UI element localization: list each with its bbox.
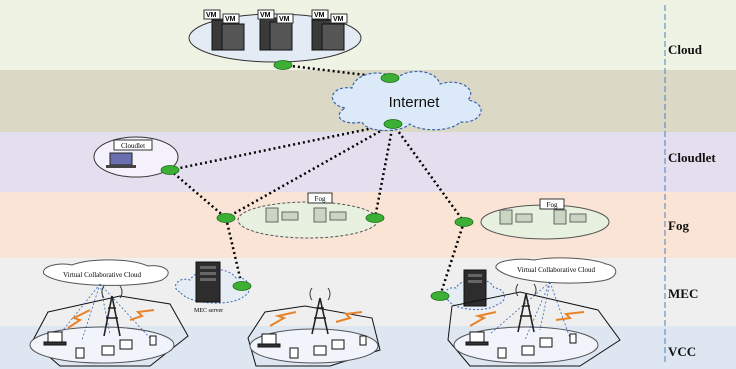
network-links	[169, 63, 466, 297]
mec-server-label: MEC server	[194, 308, 223, 314]
vcc-right-label: Virtual Collaborative Cloud	[517, 266, 596, 274]
internet-label: Internet	[389, 94, 441, 111]
vm-label: VM	[314, 12, 325, 19]
router-icon	[273, 60, 293, 70]
vm-tag	[222, 13, 240, 24]
router-icon	[216, 213, 236, 223]
fog-right-tag	[539, 198, 565, 210]
fog-left-tag	[307, 192, 333, 204]
router-icon	[430, 291, 450, 301]
router-icon	[383, 119, 403, 129]
cell-tower-icon	[101, 285, 123, 337]
vm-tag	[311, 9, 329, 20]
router-icon	[380, 73, 400, 83]
cell-tower-icon	[309, 287, 331, 335]
fog-right-label: Fog	[547, 201, 558, 209]
routers	[160, 60, 474, 301]
fog-left-area	[237, 201, 379, 239]
end-devices	[43, 331, 577, 359]
layer-label-vcc: VCC	[668, 344, 697, 359]
layer-label-cloud: Cloud	[668, 42, 702, 57]
vm-label: VM	[206, 12, 217, 19]
vm-tag	[276, 13, 294, 24]
vcc-left-cloud	[43, 259, 169, 286]
vcc-right-cloud	[495, 257, 617, 284]
fog-right-nodes-icon	[499, 209, 587, 225]
layer-label-mec: MEC	[668, 286, 699, 301]
fog-left-nodes-icon	[265, 207, 347, 223]
mec-left-server-icon	[175, 261, 251, 304]
router-icon	[454, 217, 474, 227]
vm-label: VM	[260, 12, 271, 19]
server-rack-1	[211, 19, 245, 51]
vm-label: VM	[279, 16, 290, 23]
cloudlet-tag	[113, 139, 153, 151]
vm-tag	[203, 9, 221, 20]
vcc-zone-ellipses	[29, 326, 599, 364]
layer-label-cloudlet: Cloudlet	[668, 150, 716, 165]
fog-left-label: Fog	[315, 195, 326, 203]
vm-label: VM	[225, 16, 236, 23]
cloudlet-device-icon	[106, 152, 136, 168]
vm-label: VM	[333, 16, 344, 23]
cell-tower-icon	[515, 283, 537, 333]
router-icon	[365, 213, 385, 223]
internet-cloud	[332, 70, 482, 132]
layer-label-fog: Fog	[668, 218, 689, 233]
vm-tag	[257, 9, 275, 20]
wireless-signal-icons	[67, 309, 585, 329]
router-icon	[160, 165, 180, 175]
vcc-left-label: Virtual Collaborative Cloud	[63, 271, 142, 279]
mec-right-server-icon	[443, 269, 505, 310]
vm-tag	[330, 13, 348, 24]
router-icon	[232, 281, 252, 291]
server-rack-3	[311, 19, 345, 51]
layer-band-cloud	[0, 0, 736, 70]
cloudlet-label: Cloudlet	[121, 142, 145, 150]
